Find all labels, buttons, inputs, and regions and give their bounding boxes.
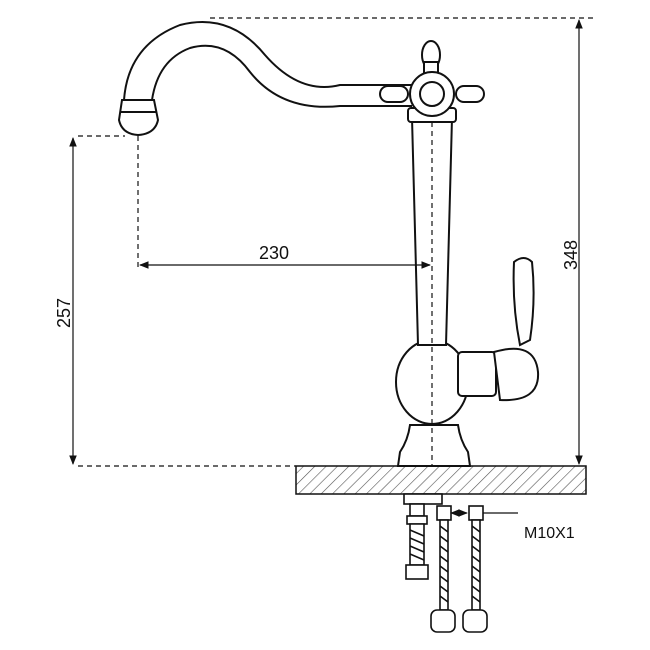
thread-spec-label: M10X1 bbox=[524, 525, 575, 542]
spout bbox=[117, 21, 412, 137]
cross-handle bbox=[379, 40, 485, 117]
supply-connections bbox=[403, 493, 488, 633]
dimension-lines bbox=[69, 17, 595, 517]
faucet-body bbox=[395, 107, 472, 467]
countertop bbox=[295, 465, 587, 495]
total-height-dimension-label: 348 bbox=[561, 240, 581, 270]
reach-dimension-label: 230 bbox=[259, 243, 289, 263]
spout-height-dimension-label: 257 bbox=[54, 298, 74, 328]
lever-handle bbox=[457, 257, 540, 402]
